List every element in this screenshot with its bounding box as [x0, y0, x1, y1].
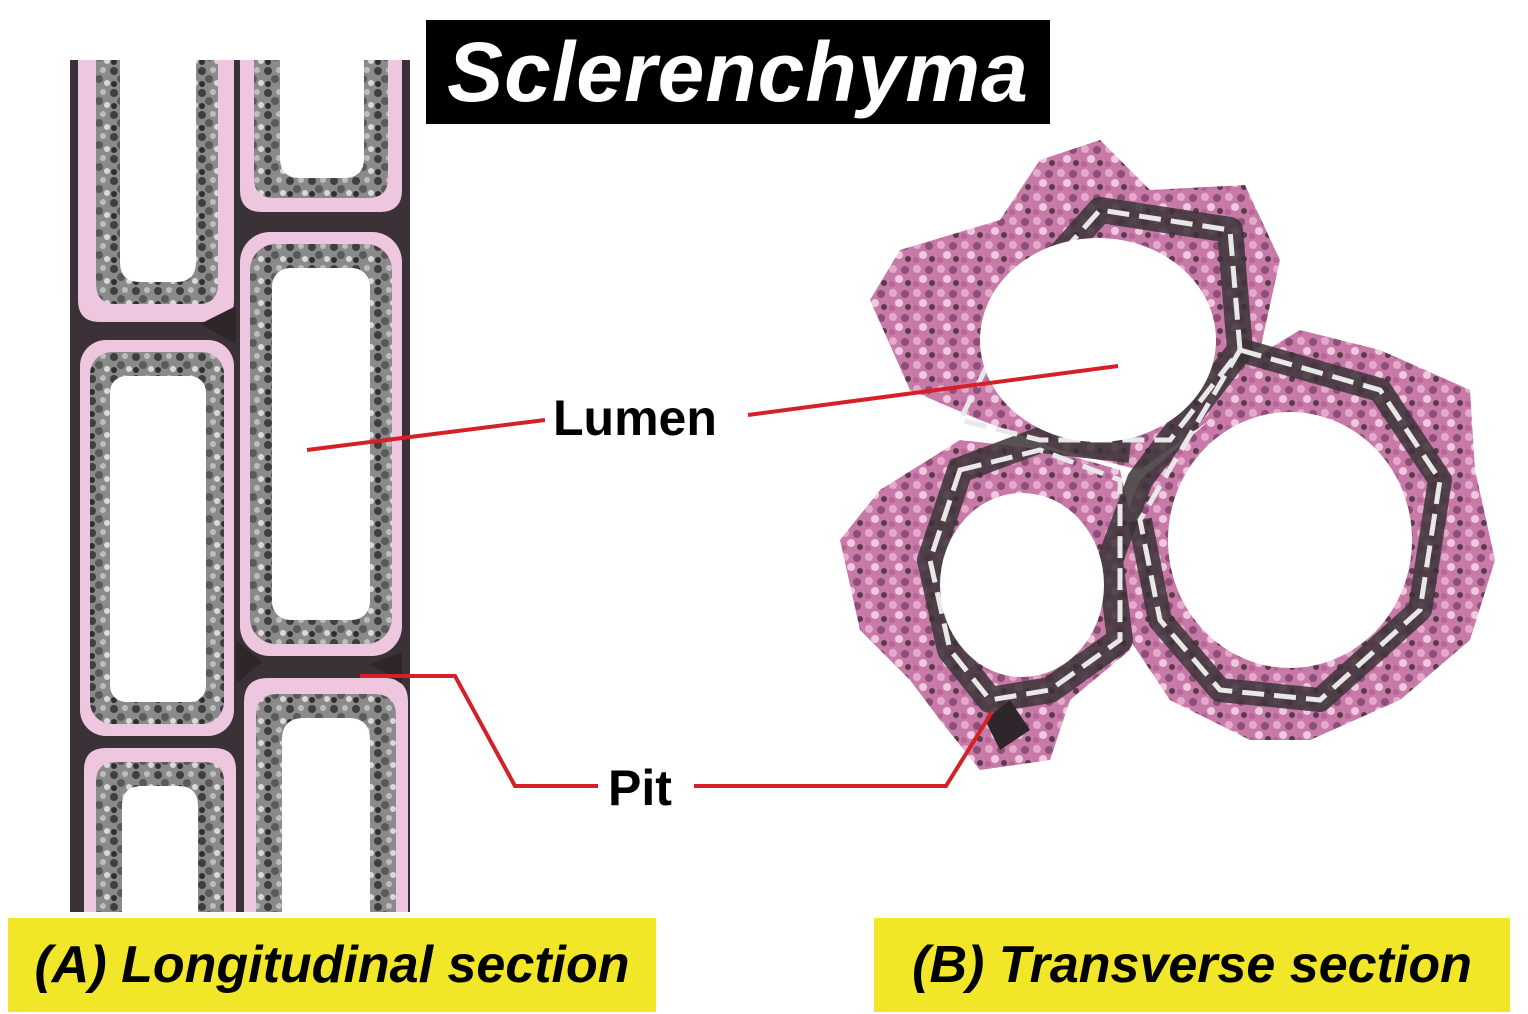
pit-channel: [236, 640, 262, 684]
fiber-cell-bottom-right-lumen: [282, 718, 370, 912]
fiber-cell-middle-left-lumen: [110, 376, 206, 702]
leader-lines: [306, 364, 1119, 788]
lumen-leader-line-right: [747, 364, 1119, 417]
cell-wall-edge: [956, 207, 1243, 443]
pit-channel: [985, 700, 1030, 750]
pit-channel: [200, 306, 236, 344]
transverse-lumen-right: [1168, 412, 1412, 668]
lumen-label: Lumen: [545, 388, 725, 448]
fiber-cell-middle-right-lumen: [272, 268, 370, 620]
fiber-cell-top-right-lumen: [280, 60, 364, 178]
caption-transverse-section: (B) Transverse section: [874, 918, 1510, 1012]
fiber-cell-bottom-left-lumen: [122, 786, 198, 912]
pit-label: Pit: [600, 758, 680, 818]
lumen-leader-line-left: [306, 418, 546, 452]
longitudinal-section: [70, 60, 410, 912]
cell-wall-edge: [1137, 347, 1443, 703]
fiber-cell-top-left-lumen: [120, 60, 196, 282]
cell-wall-edge: [927, 447, 1123, 703]
transverse-lumen-top: [980, 238, 1216, 442]
pit-leader-line-left: [360, 674, 598, 788]
transverse-lumen-bottom-left: [940, 493, 1104, 677]
caption-longitudinal-section: (A) Longitudinal section: [8, 918, 656, 1012]
diagram-title: Sclerenchyma: [426, 20, 1050, 124]
pit-leader-line-right: [694, 710, 994, 788]
transverse-section: [840, 140, 1495, 770]
